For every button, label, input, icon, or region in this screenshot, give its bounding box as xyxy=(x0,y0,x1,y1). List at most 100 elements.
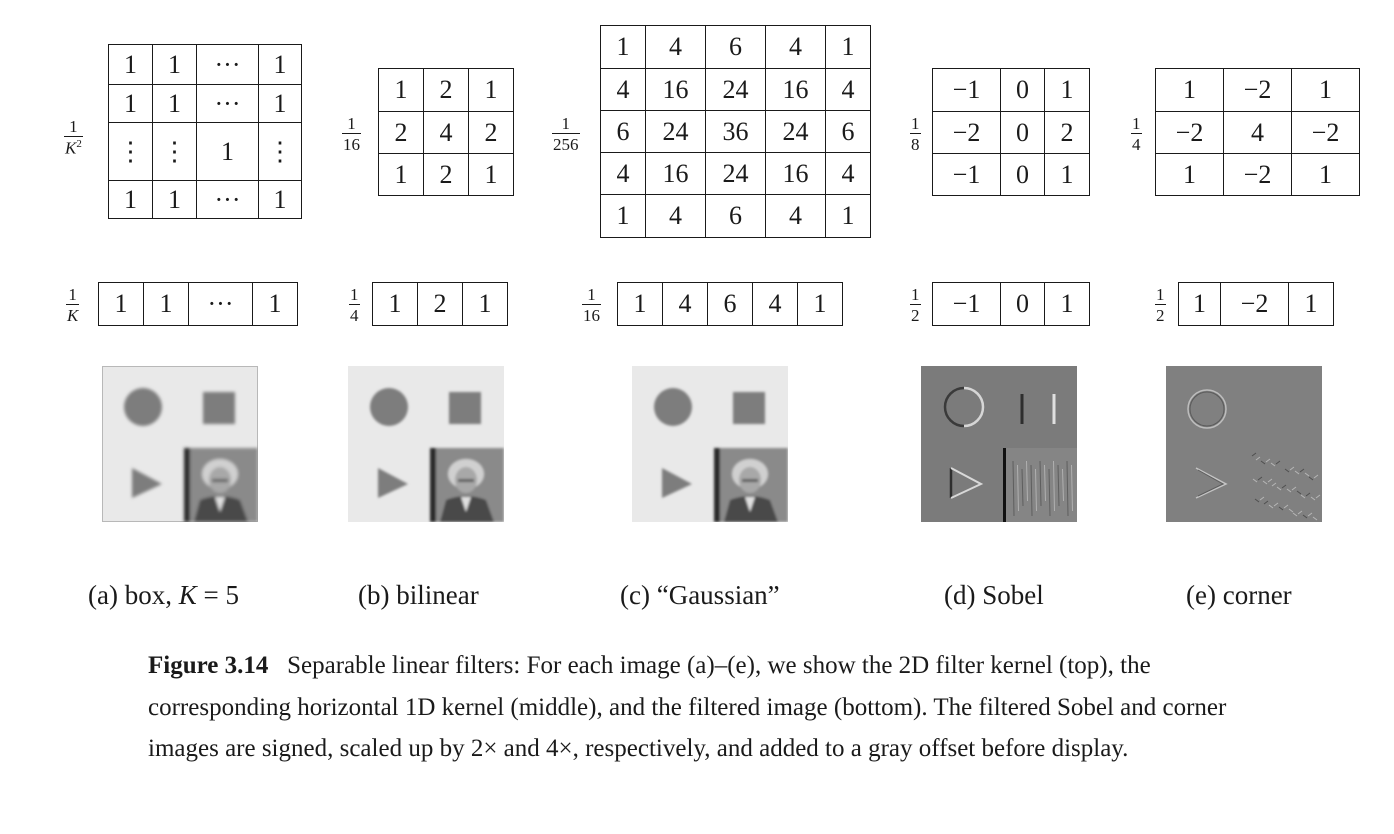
edge-texture xyxy=(1021,468,1024,507)
kernel-cell: 24 xyxy=(705,68,766,111)
triangle-response xyxy=(1195,467,1228,499)
filtered-image-a xyxy=(102,366,258,522)
kernel-cell: ··· xyxy=(196,84,259,123)
kernel-cell: 1 xyxy=(108,84,153,123)
kernel-cell: 4 xyxy=(765,194,826,238)
texture-response xyxy=(1305,492,1311,497)
kernel-cell: 1 xyxy=(617,282,663,326)
texture-response xyxy=(1252,478,1258,483)
figure-label: Figure 3.14 xyxy=(148,652,269,679)
texture-response xyxy=(1284,468,1290,473)
scale-factor-d-1d: 1 2 xyxy=(910,285,921,325)
edge-texture xyxy=(1044,464,1046,502)
subcaption-a: (a) box, K = 5 xyxy=(88,580,239,610)
kernel-cell: 16 xyxy=(765,68,826,111)
kernel-cell: 6 xyxy=(600,110,646,153)
figure-caption-text: Separable linear filters: For each image… xyxy=(148,652,1227,762)
texture-response xyxy=(1265,458,1271,463)
edge-texture xyxy=(1012,460,1015,517)
texture-response xyxy=(1254,498,1260,503)
thumbnail-graphic xyxy=(921,366,1077,522)
kernel-cell: 0 xyxy=(1000,111,1045,154)
kernel-cell: 1 xyxy=(468,68,514,112)
kernel-cell: 1 xyxy=(1044,282,1090,326)
portrait-collar xyxy=(461,497,471,512)
kernel-cell: 24 xyxy=(705,152,766,195)
scale-factor-d-2d: 1 8 xyxy=(910,114,921,154)
triangle-shape xyxy=(662,468,692,498)
subcaption-d: (d) Sobel xyxy=(944,580,1044,610)
circle-edge-right xyxy=(963,386,985,428)
kernel-cell: 1 xyxy=(108,44,153,85)
kernel-cell: −2 xyxy=(1223,68,1292,112)
scene xyxy=(370,388,481,498)
texture-response xyxy=(1312,516,1318,521)
edge-texture xyxy=(1057,464,1060,507)
circle-edge-left xyxy=(943,386,965,428)
kernel-cell: 0 xyxy=(1000,153,1045,196)
kernel-cell: 4 xyxy=(825,152,871,195)
kernel-cell: 16 xyxy=(645,68,706,111)
texture-response xyxy=(1288,508,1294,513)
kernel-cell: 1 xyxy=(1155,68,1224,112)
texture-response xyxy=(1292,512,1298,517)
kernel-cell: 16 xyxy=(765,152,826,195)
portrait xyxy=(184,448,258,522)
kernel-cell: 6 xyxy=(825,110,871,153)
subcaption-b: (b) bilinear xyxy=(358,580,479,610)
edge-texture xyxy=(1017,464,1019,512)
texture-response xyxy=(1260,460,1266,465)
thumbnail-graphic xyxy=(632,366,788,522)
edge-texture xyxy=(1026,460,1028,502)
texture-response xyxy=(1296,490,1302,495)
scale-factor-e-2d: 1 4 xyxy=(1131,114,1142,154)
thumbnail-graphic xyxy=(1166,366,1322,522)
kernel-cell: −2 xyxy=(1155,111,1224,154)
kernel-cell: −1 xyxy=(932,282,1001,326)
texture-response xyxy=(1273,502,1279,507)
kernel-cell: 1 xyxy=(98,282,144,326)
kernel-cell: 2 xyxy=(1044,111,1090,154)
figure-caption: Figure 3.14 Separable linear filters: Fo… xyxy=(148,645,1268,770)
image-border xyxy=(102,366,258,522)
kernel-cell: −2 xyxy=(1220,282,1289,326)
kernel-cell: 1 xyxy=(378,153,424,196)
texture-response xyxy=(1267,478,1273,483)
texture-response xyxy=(1286,488,1292,493)
thumbnail-graphic xyxy=(102,366,258,522)
kernel-cell: 0 xyxy=(1000,68,1045,112)
texture-response xyxy=(1271,482,1277,487)
kernel-cell: 1 xyxy=(152,180,197,219)
scale-factor-c-2d: 1 256 xyxy=(552,114,580,154)
scene xyxy=(654,388,765,498)
filtered-image-e xyxy=(1166,366,1322,522)
kernel-cell: 4 xyxy=(765,25,826,69)
kernel-cell: 2 xyxy=(468,111,514,154)
portrait-strong-edge xyxy=(1003,448,1006,522)
kernel-cell: 6 xyxy=(705,194,766,238)
kernel-cell: −1 xyxy=(932,153,1001,196)
kernel-cell: 1 xyxy=(825,25,871,69)
texture-response xyxy=(1259,496,1265,501)
triangle-edge-right xyxy=(950,467,984,499)
portrait-collar xyxy=(215,497,225,512)
scale-factor-c-1d: 1 16 xyxy=(582,285,601,325)
edge-texture xyxy=(1035,468,1037,512)
kernel-cell: 1 xyxy=(1044,68,1090,112)
